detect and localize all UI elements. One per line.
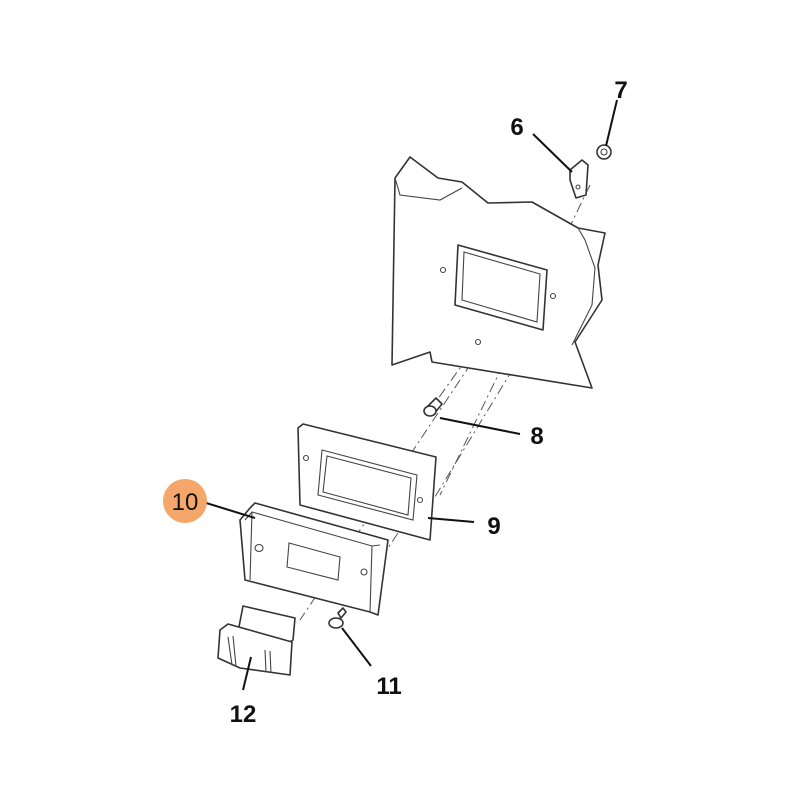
callout-6: 6: [510, 114, 523, 141]
assembly-axis-lines: [299, 184, 591, 621]
leader-7: [605, 99, 618, 147]
leader-10: [202, 501, 256, 519]
callout-11: 11: [376, 673, 401, 700]
leader-11: [341, 627, 372, 667]
part-7-nut: [596, 144, 612, 160]
part-12-switch: [217, 605, 296, 676]
part-6-bracket: [569, 159, 589, 199]
leader-9: [427, 517, 475, 523]
callout-9: 9: [487, 513, 500, 540]
part-9-gasket: [297, 423, 437, 541]
leader-12: [242, 656, 252, 691]
highlight-circle: [163, 479, 207, 523]
callout-7: 7: [614, 77, 627, 104]
part-8-screw: [423, 397, 443, 417]
callout-12: 12: [230, 701, 257, 728]
leader-6: [532, 133, 573, 173]
mounting-panel: [391, 156, 606, 389]
callout-10: 10: [172, 489, 199, 516]
leader-8: [439, 417, 521, 435]
callout-8: 8: [530, 423, 543, 450]
part-11-screw: [328, 607, 347, 629]
